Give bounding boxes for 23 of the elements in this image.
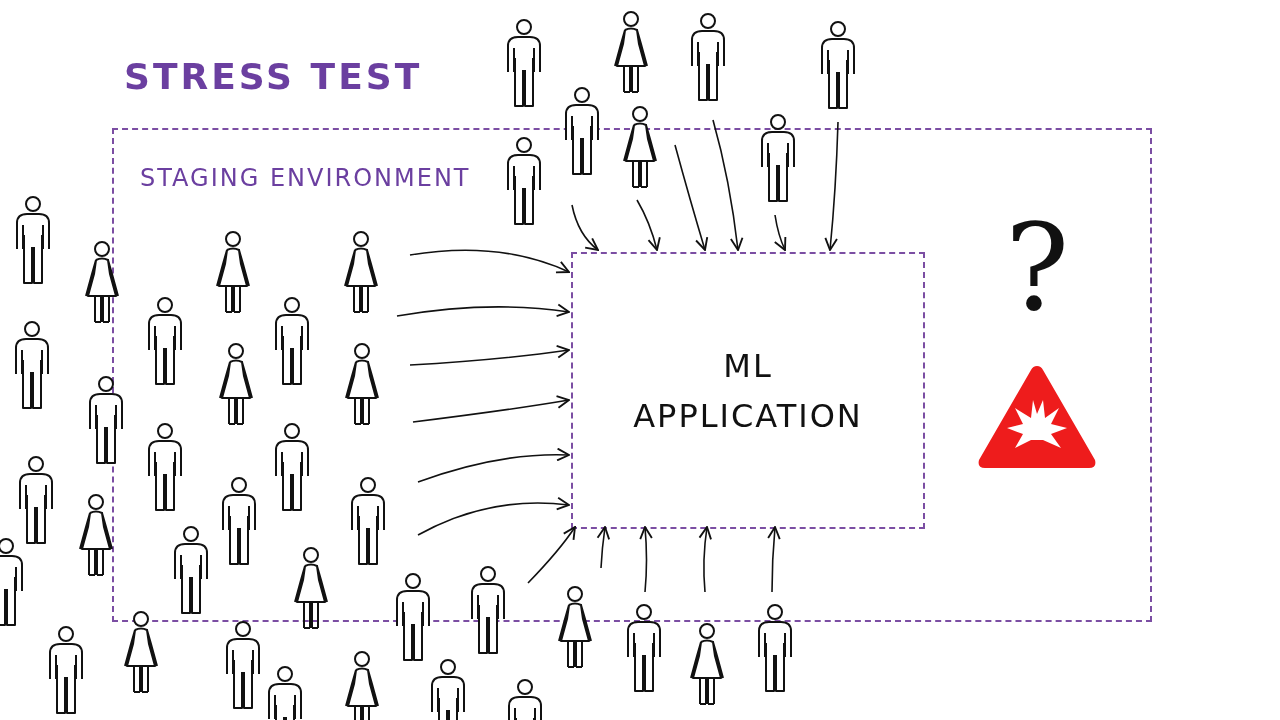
arrow (773, 214, 787, 251)
arrow (396, 303, 570, 318)
arrow (712, 119, 744, 251)
arrow (571, 204, 599, 251)
question-mark: ? (1005, 198, 1070, 338)
arrow (767, 526, 781, 593)
box-label: ML APPLICATION (632, 345, 864, 437)
environment-frame (112, 128, 1152, 622)
diagram-title: STRESS TEST (124, 55, 423, 99)
arrow (409, 249, 570, 274)
arrow (417, 447, 570, 483)
arrow (596, 526, 611, 569)
arrow (824, 121, 839, 251)
arrow (527, 526, 576, 584)
arrow (698, 526, 713, 593)
frame-heading: STAGING ENVIRONMENT (140, 163, 471, 194)
arrow (639, 526, 653, 593)
arrow (417, 497, 570, 536)
application-box (571, 252, 925, 529)
arrow (636, 199, 661, 251)
arrow (674, 144, 709, 251)
arrow (409, 344, 570, 366)
arrow (412, 395, 570, 423)
